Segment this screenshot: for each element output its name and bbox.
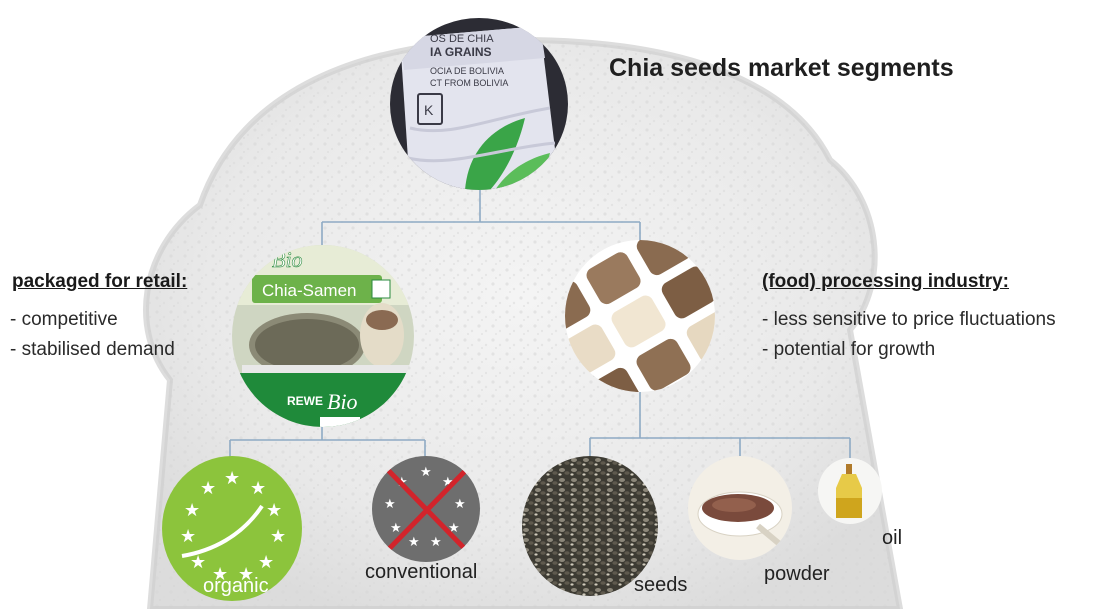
svg-text:★: ★: [270, 526, 286, 547]
svg-text:★: ★: [266, 500, 282, 521]
package-product-text: Chia-Samen: [262, 281, 357, 300]
industry-point: - potential for growth: [762, 339, 936, 360]
organic-label: organic: [203, 575, 269, 597]
svg-text:★: ★: [250, 478, 266, 499]
seeds-label: seeds: [634, 574, 688, 596]
svg-text:★: ★: [238, 564, 254, 585]
svg-text:★: ★: [190, 552, 206, 573]
retail-package-photo: Bio Chia-Samen REWE Bio: [232, 245, 414, 427]
bag-text-line-4: CT FROM BOLIVIA: [430, 78, 508, 88]
bag-text-line-3: OCIA DE BOLIVIA: [430, 66, 504, 76]
conventional-label: conventional: [365, 561, 478, 583]
svg-text:★: ★: [200, 478, 216, 499]
svg-text:★: ★: [448, 521, 460, 536]
industry-heading: (food) processing industry:: [762, 271, 1009, 292]
chia-powder-photo: [688, 456, 792, 560]
svg-text:★: ★: [384, 497, 396, 512]
organic-eu-logo: ★ ★ ★ ★ ★ ★ ★ ★ ★ ★ ★: [162, 456, 302, 601]
oil-label: oil: [882, 527, 903, 549]
svg-text:★: ★: [408, 535, 420, 550]
industry-points: - less sensitive to price fluctuations -…: [762, 305, 1056, 365]
chia-oil-photo: [818, 458, 882, 524]
svg-text:★: ★: [454, 497, 466, 512]
bag-badge: K: [424, 102, 434, 118]
conventional-crossed-logo: ★ ★ ★ ★ ★ ★ ★ ★ ★: [372, 456, 480, 562]
svg-text:★: ★: [442, 475, 454, 490]
svg-text:★: ★: [180, 526, 196, 547]
svg-text:★: ★: [390, 521, 402, 536]
svg-text:★: ★: [430, 535, 442, 550]
bag-text-line-2: IA GRAINS: [430, 45, 492, 59]
chia-seeds-photo: [522, 456, 658, 596]
package-store-text: REWE: [287, 394, 323, 408]
svg-text:★: ★: [184, 500, 200, 521]
svg-text:★: ★: [212, 564, 228, 585]
package-store-bio-text: Bio: [327, 389, 358, 414]
retail-heading: packaged for retail:: [12, 271, 188, 292]
diagram-title: Chia seeds market segments: [609, 54, 954, 82]
chia-bag-photo: OS DE CHIA IA GRAINS OCIA DE BOLIVIA CT …: [390, 18, 568, 190]
bread-slices-photo: [565, 240, 715, 392]
package-bio-text: Bio: [272, 247, 303, 272]
retail-point: - stabilised demand: [10, 339, 175, 360]
retail-point: - competitive: [10, 309, 118, 330]
svg-text:★: ★: [224, 468, 240, 489]
svg-text:★: ★: [258, 552, 274, 573]
svg-text:★: ★: [420, 465, 432, 480]
powder-label: powder: [764, 563, 830, 585]
retail-points: - competitive - stabilised demand: [10, 305, 175, 365]
industry-point: - less sensitive to price fluctuations: [762, 309, 1056, 330]
bag-text-line-1: OS DE CHIA: [430, 33, 494, 45]
